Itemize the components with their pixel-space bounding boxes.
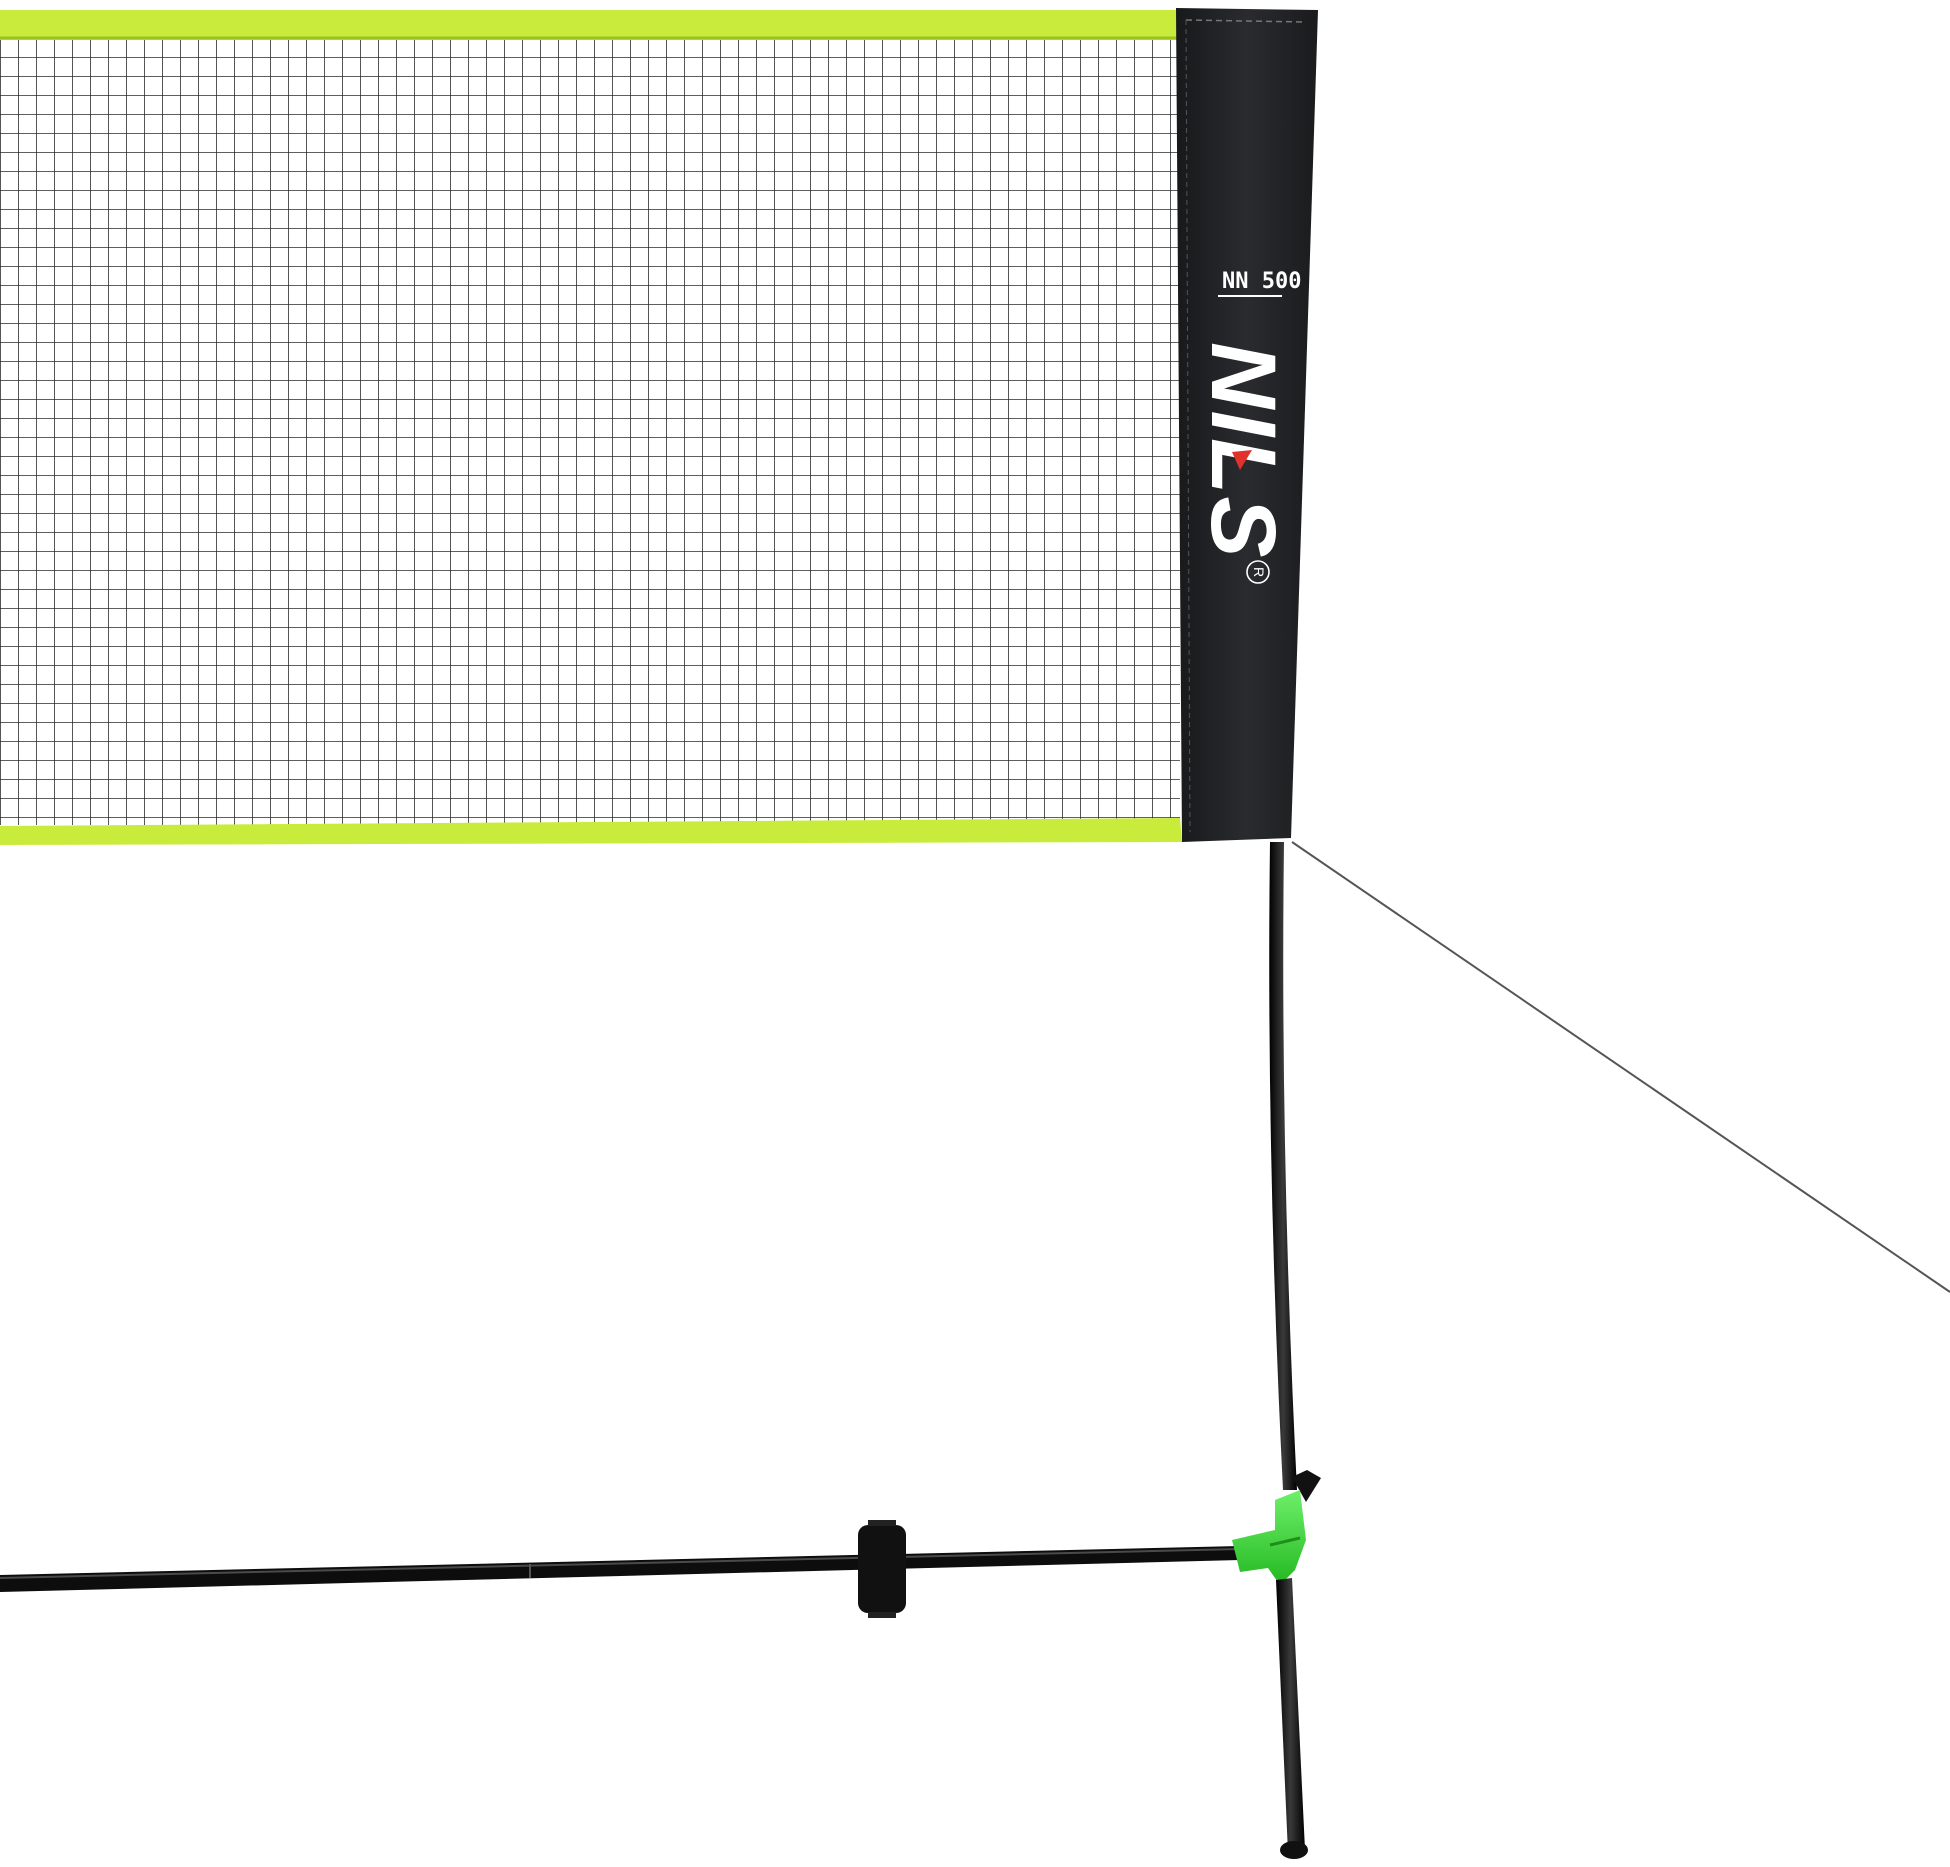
net-top-tape: [0, 10, 1180, 40]
net-bottom-tape: [0, 818, 1182, 845]
foot-cap: [1280, 1841, 1308, 1859]
brand-text: NILS: [1192, 342, 1294, 560]
green-connector: [1232, 1490, 1306, 1585]
net-pole: [1269, 842, 1297, 1490]
model-label: NN 500: [1222, 269, 1301, 294]
registered-mark: R: [1251, 567, 1267, 577]
guy-line: [1291, 841, 1950, 1293]
net-mesh: [0, 40, 1180, 825]
base-foot: [1276, 1578, 1305, 1853]
base-rod: [0, 1546, 1241, 1592]
logo-red-accent: [1232, 450, 1252, 470]
side-banner: NN 500 NILS R: [1176, 8, 1318, 842]
brand-logo: NILS: [1192, 342, 1294, 560]
foam-clamp: [858, 1520, 906, 1618]
